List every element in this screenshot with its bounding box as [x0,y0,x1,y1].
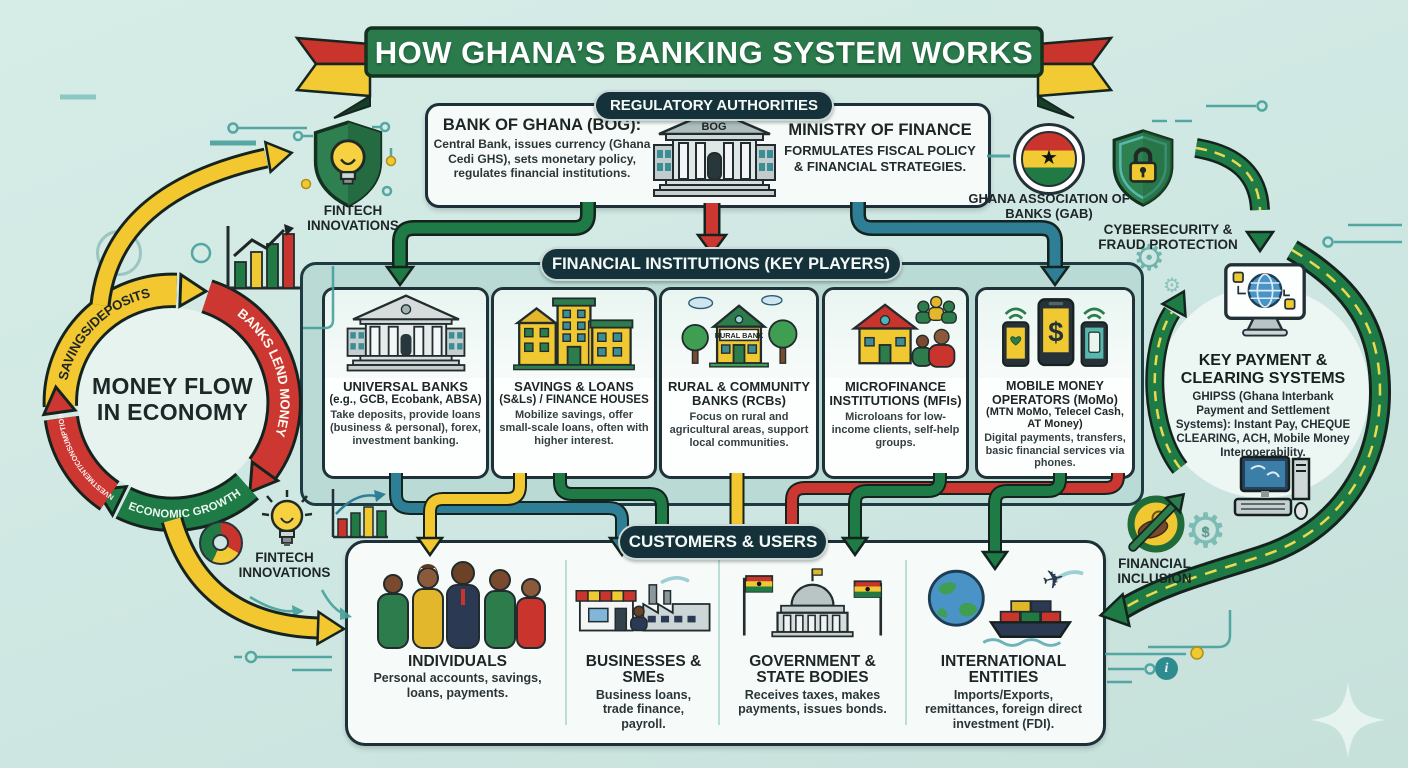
card-subtitle: (S&Ls) / FINANCE HOUSES [499,394,649,407]
cybersecurity-label: CYBERSECURITY & FRAUD PROTECTION [1098,222,1238,253]
card-subtitle: (MTN MoMo, Telecel Cash, AT Money) [986,406,1124,430]
cybersecurity-shield-lock-icon [1112,129,1174,207]
card-title: UNIVERSAL BANKS [343,379,468,394]
card-text: Focus on rural and agricultural areas, s… [669,411,809,449]
segment-title: INDIVIDUALS [407,653,508,670]
segment-text: Business loans, trade finance, payroll. [595,687,692,732]
bog-description: Central Bank, issues currency (Ghana Ced… [433,137,651,181]
payment-systems-text: GHIPSS (Ghana Interbank Payment and Sett… [1175,391,1351,460]
segment-international: ✈ INTERNATIONAL ENTITIES Imports/Exports… [912,556,1095,732]
segment-individuals: INDIVIDUALS Personal accounts, savings, … [355,556,560,701]
payment-monitor-icon [1224,263,1306,337]
business-storefront-factory-icon [574,576,710,632]
title-banner-ribbon [294,26,1114,119]
universal-bank-icon [325,290,486,378]
card-savings-loans: SAVINGS & LOANS (S&Ls) / FINANCE HOUSES … [491,287,657,479]
sparkle-decoration [1310,682,1386,758]
mof-description: FORMULATES FISCAL POLICY & FINANCIAL STR… [784,143,976,175]
segment-businesses: BUSINESSES & SMEs Business loans, trade … [572,556,715,732]
card-title: RURAL & COMMUNITY BANKS (RCBs) [667,379,811,409]
card-rural-community-banks: RURAL BANK RURAL & COMMUNITY BANKS (RCBs… [659,287,819,479]
segment-title: GOVERNMENT & STATE BODIES [749,653,876,687]
card-microfinance: MICROFINANCE INSTITUTIONS (MFIs) Microlo… [822,287,969,479]
rural-bank-sign: RURAL BANK [715,331,764,340]
card-title: MOBILE MONEY OPERATORS (MoMo) [992,379,1118,407]
segment-government: GOVERNMENT & STATE BODIES Receives taxes… [725,556,900,717]
momo-dollar-glyph: $ [1048,316,1063,347]
gab-label: GHANA ASSOCIATION OF BANKS (GAB) [968,191,1130,221]
info-icon: i [1155,657,1178,680]
bog-title: BANK OF GHANA (BOG): [442,116,642,134]
financial-institutions-badge: FINANCIAL INSTITUTIONS (KEY PLAYERS) [540,247,902,281]
page-title: HOW GHANA’S BANKING SYSTEM WORKS [374,34,1034,70]
card-universal-banks: UNIVERSAL BANKS (e.g., GCB, Ecobank, ABS… [322,287,489,479]
bog-sign: BOG [701,121,726,133]
segment-title: BUSINESSES & SMEs [585,653,702,687]
microfinance-house-people-icon [825,290,966,378]
financial-inclusion-icon [1127,492,1186,553]
rural-bank-icon: RURAL BANK [662,290,816,378]
flag-star: ★ [1040,147,1058,169]
ministry-of-finance-block: MINISTRY OF FINANCE FORMULATES FISCAL PO… [782,121,978,176]
payment-systems-title: KEY PAYMENT & CLEARING SYSTEMS [1180,352,1346,387]
bank-building-icon: BOG [653,108,776,197]
segment-text: Personal accounts, savings, loans, payme… [373,671,542,701]
card-title: SAVINGS & LOANS [514,379,634,394]
customers-users-badge: CUSTOMERS & USERS [618,524,828,560]
bank-of-ghana-block: BANK OF GHANA (BOG): Central Bank, issue… [433,116,651,181]
card-text: Digital payments, transfers, basic finan… [984,432,1126,470]
gear-icon-small: ⚙ [1163,275,1181,297]
fintech-innovations-label-top: FINTECH INNOVATIONS [307,203,399,234]
savings-loans-building-icon [494,290,654,378]
card-text: Mobilize savings, offer small-scale loan… [499,409,649,447]
card-text: Microloans for low-income clients, self-… [831,411,960,449]
lightbulb-icon [261,490,313,546]
government-building-icon [742,568,883,638]
card-subtitle: (e.g., GCB, Ecobank, ABSA) [329,394,482,407]
globe-ship-plane-icon: ✈ [927,562,1084,647]
segment-title: INTERNATIONAL ENTITIES [940,653,1067,687]
column-divider [905,560,907,725]
individuals-people-icon [376,561,546,649]
fintech-shield-icon [313,120,383,208]
money-flow-center-label: MONEY FLOW IN ECONOMY [91,373,253,425]
mobile-money-phones-icon: $ [978,290,1132,378]
small-bar-chart-icon [331,489,388,539]
card-mobile-money: $ MOBILE MONEY OPERATORS (MoMo) (MTN MoM… [975,287,1135,479]
segment-text: Receives taxes, makes payments, issues b… [738,687,887,717]
ghana-flag-icon: ★ [1013,123,1085,195]
mof-title: MINISTRY OF FINANCE [788,121,972,139]
workstation-computer-icon [1233,455,1311,520]
plane-icon: ✈ [1039,562,1067,596]
column-divider [565,560,567,725]
regulatory-authorities-badge: REGULATORY AUTHORITIES [594,90,834,121]
fintech-innovations-label-bottom: FINTECH INNOVATIONS [238,550,331,581]
card-text: Take deposits, provide loans (business &… [330,409,481,447]
card-title: MICROFINANCE INSTITUTIONS (MFIs) [829,379,962,409]
segment-text: Imports/Exports, remittances, foreign di… [925,687,1082,732]
financial-inclusion-label: FINANCIAL INCLUSION [1117,556,1192,587]
column-divider [718,560,720,725]
coin-dollar-icon: $ [96,230,142,276]
